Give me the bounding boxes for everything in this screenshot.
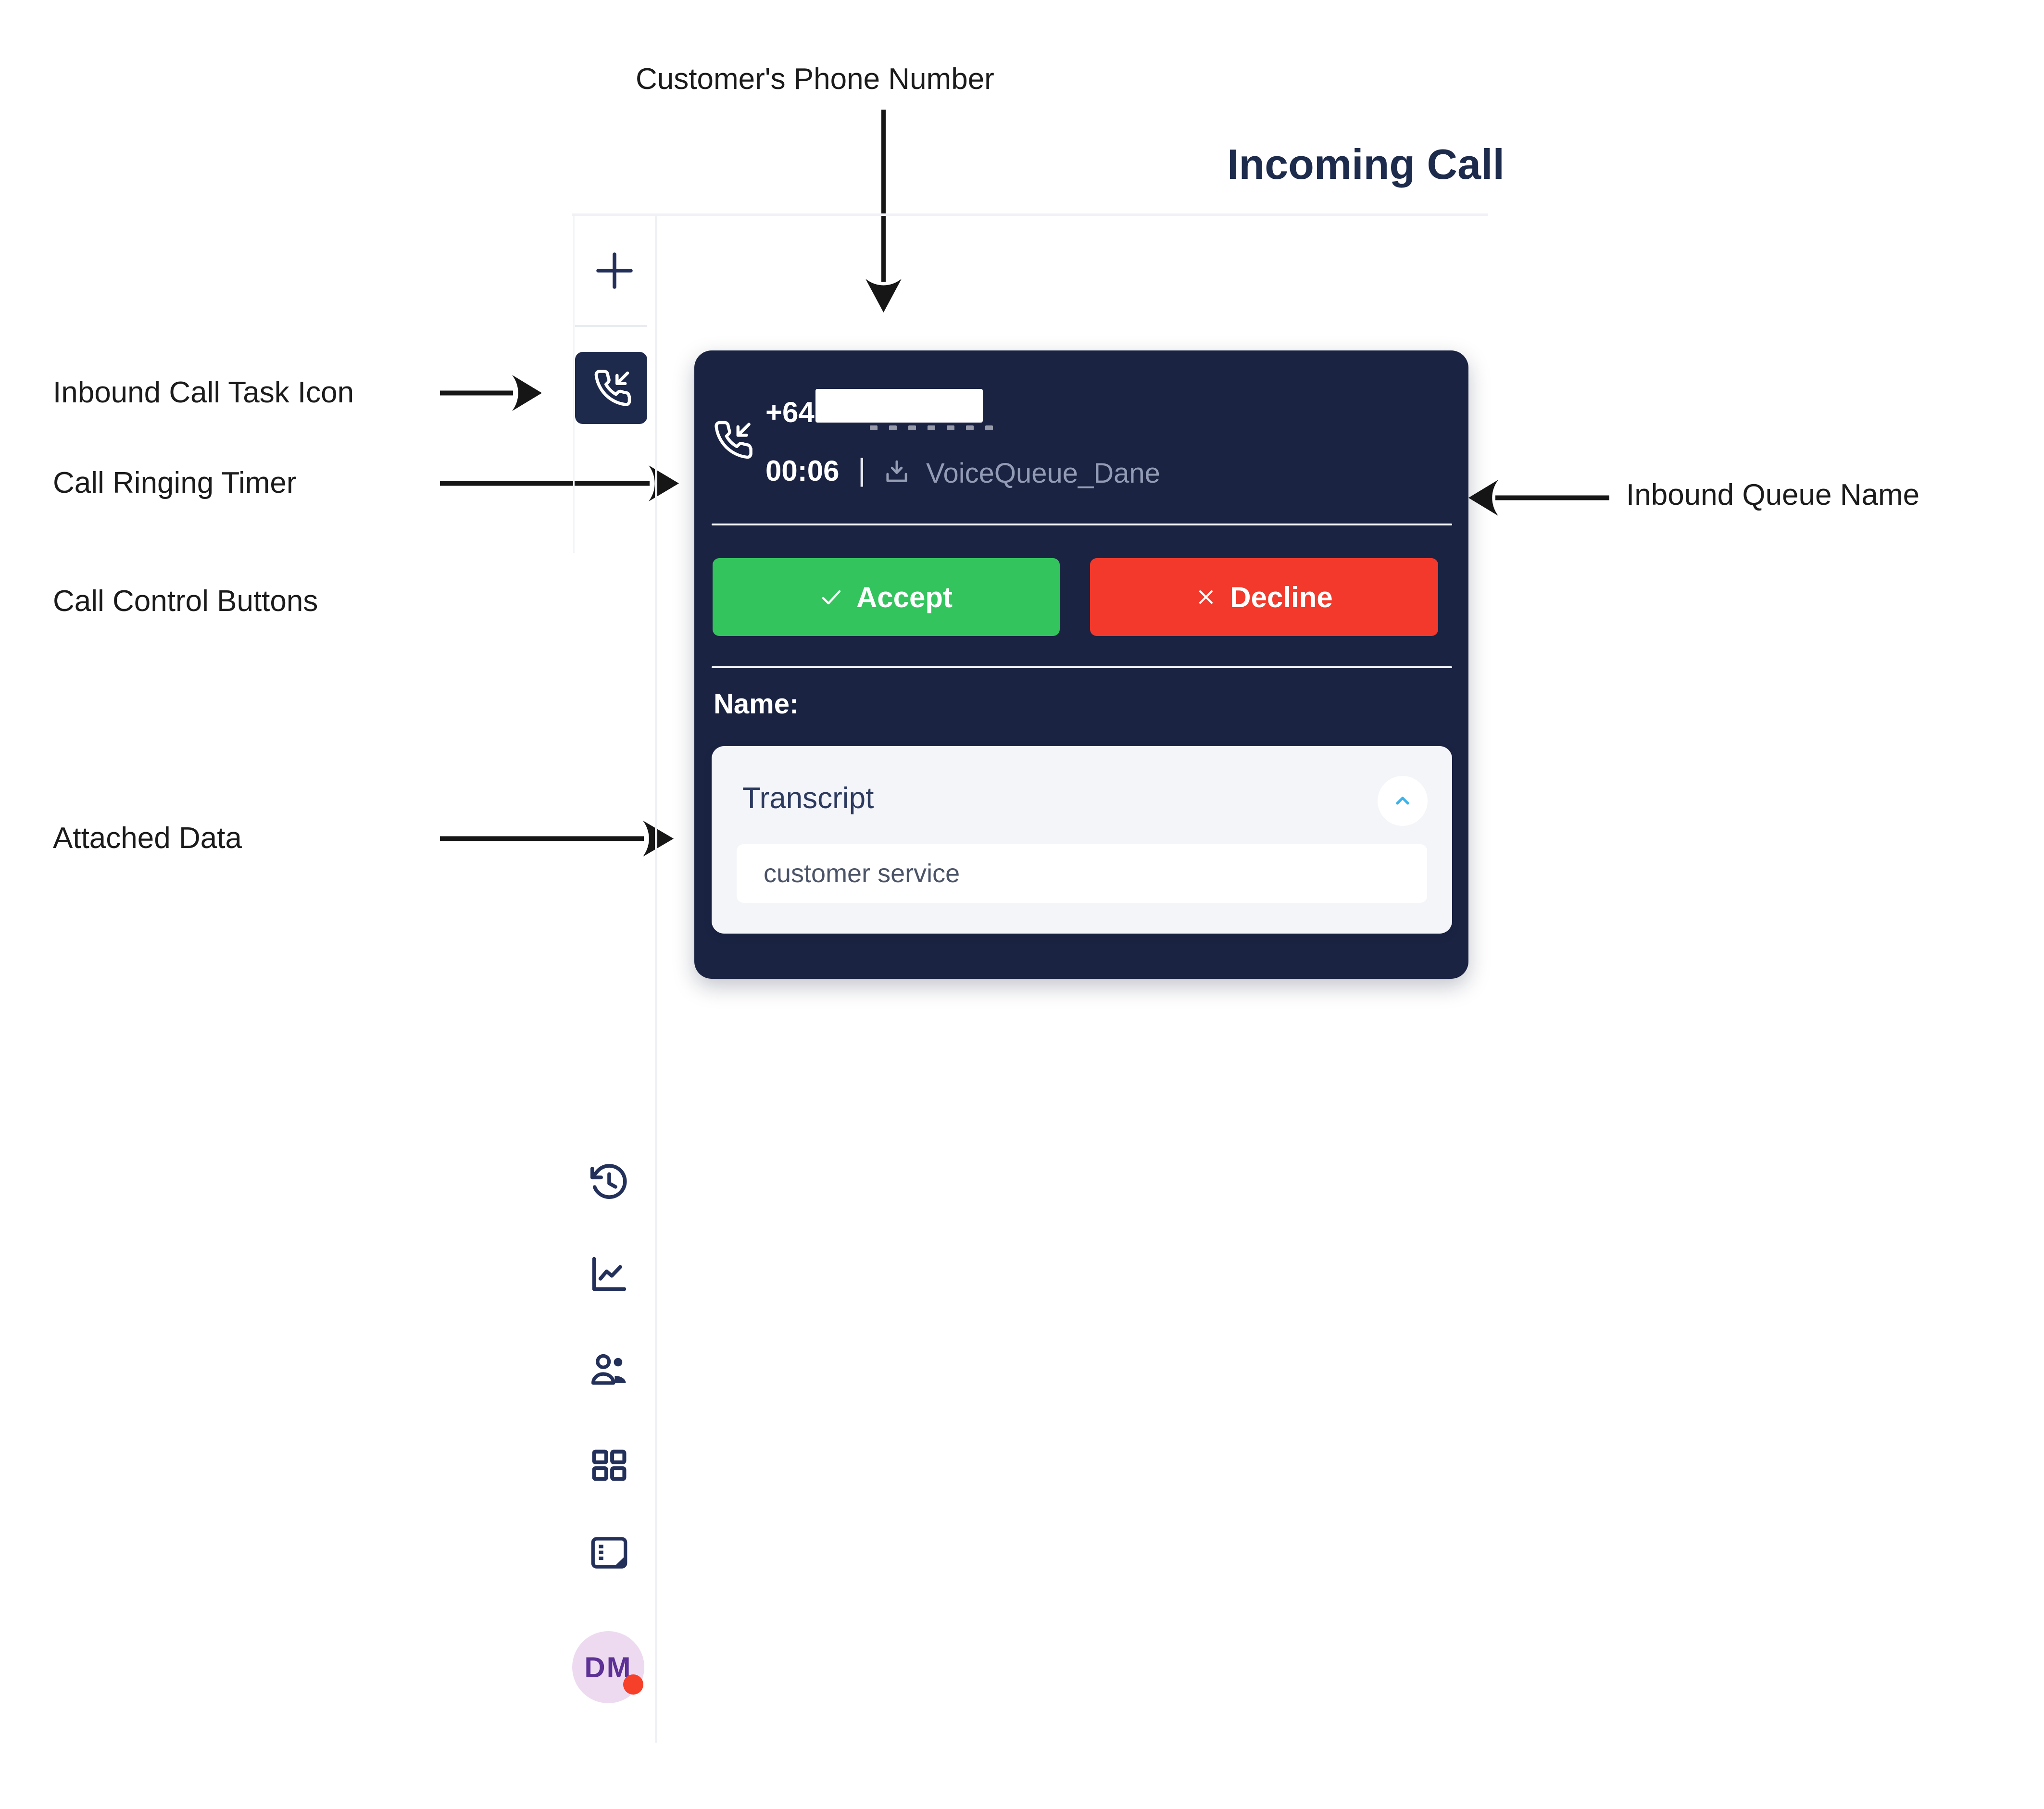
sidebar-item-history[interactable] <box>587 1160 631 1207</box>
notes-icon <box>591 1537 627 1569</box>
transcript-title: Transcript <box>742 782 874 815</box>
sidebar-left-border <box>573 216 575 553</box>
arrow-to-task-icon <box>440 375 542 411</box>
arrow-to-attached-data <box>440 821 674 857</box>
caller-phone-number: +64 <box>765 396 815 428</box>
incoming-call-card: +64 00:06 | VoiceQueue_Dane Accept Decli… <box>694 350 1468 979</box>
header-divider <box>572 213 1488 216</box>
decline-label: Decline <box>1230 581 1333 613</box>
accept-label: Accept <box>856 581 953 613</box>
arrow-to-ringing-timer <box>440 465 679 501</box>
dashboard-grid-icon <box>592 1449 627 1481</box>
page-title: Incoming Call <box>1227 140 1505 188</box>
redaction-artifact <box>966 425 974 430</box>
timer-queue-separator: | <box>858 452 866 487</box>
download-queue-icon <box>886 460 907 482</box>
sidebar-item-inbound-call-task[interactable] <box>575 352 647 424</box>
sidebar-item-analytics[interactable] <box>587 1252 631 1298</box>
redaction-artifact <box>908 425 916 430</box>
label-call-ringing-timer: Call Ringing Timer <box>53 466 297 499</box>
label-inbound-queue-name: Inbound Queue Name <box>1626 478 1920 512</box>
call-ringing-timer: 00:06 <box>765 455 840 487</box>
phone-number-redaction <box>815 389 983 423</box>
card-divider-top <box>712 524 1452 525</box>
label-call-control-buttons: Call Control Buttons <box>53 585 318 618</box>
analytics-chart-icon <box>592 1257 627 1291</box>
redaction-artifact <box>985 425 993 430</box>
history-icon <box>590 1164 627 1199</box>
avatar-initials: DM <box>584 1651 632 1684</box>
transcript-value: customer service <box>764 859 960 888</box>
redaction-artifact <box>928 425 935 430</box>
x-icon <box>1199 590 1213 604</box>
chevron-up-icon <box>1396 797 1409 805</box>
sidebar-item-notes[interactable] <box>587 1531 631 1577</box>
name-label: Name: <box>714 688 799 720</box>
attached-data-panel: Transcript customer service <box>712 746 1452 934</box>
label-customer-phone-number: Customer's Phone Number <box>636 62 994 96</box>
agents-icon <box>591 1354 626 1385</box>
label-inbound-call-task-icon: Inbound Call Task Icon <box>53 376 354 409</box>
arrow-down-to-phone-number <box>865 110 902 312</box>
plus-icon <box>596 252 633 289</box>
add-task-button[interactable] <box>591 248 638 294</box>
arrow-to-queue-name <box>1468 480 1609 516</box>
redaction-artifact <box>870 425 878 430</box>
accept-button[interactable]: Accept <box>713 558 1060 636</box>
collapse-transcript-button[interactable] <box>1378 776 1428 826</box>
phone-incoming-icon <box>594 370 631 406</box>
sidebar-divider <box>655 216 657 1743</box>
redaction-artifact <box>889 425 897 430</box>
inbound-queue-name: VoiceQueue_Dane <box>926 458 1160 489</box>
sidebar-item-dashboard[interactable] <box>587 1443 631 1490</box>
transcript-value-box: customer service <box>737 844 1427 903</box>
user-avatar[interactable]: DM <box>572 1631 644 1703</box>
check-icon <box>822 590 841 605</box>
sidebar-item-agents[interactable] <box>587 1348 631 1395</box>
redaction-artifact <box>947 425 954 430</box>
task-list-divider <box>575 325 647 327</box>
label-attached-data: Attached Data <box>53 822 242 855</box>
card-divider-bottom <box>712 666 1452 668</box>
phone-incoming-icon <box>715 421 752 459</box>
presence-status-dot <box>623 1674 643 1695</box>
decline-button[interactable]: Decline <box>1090 558 1438 636</box>
